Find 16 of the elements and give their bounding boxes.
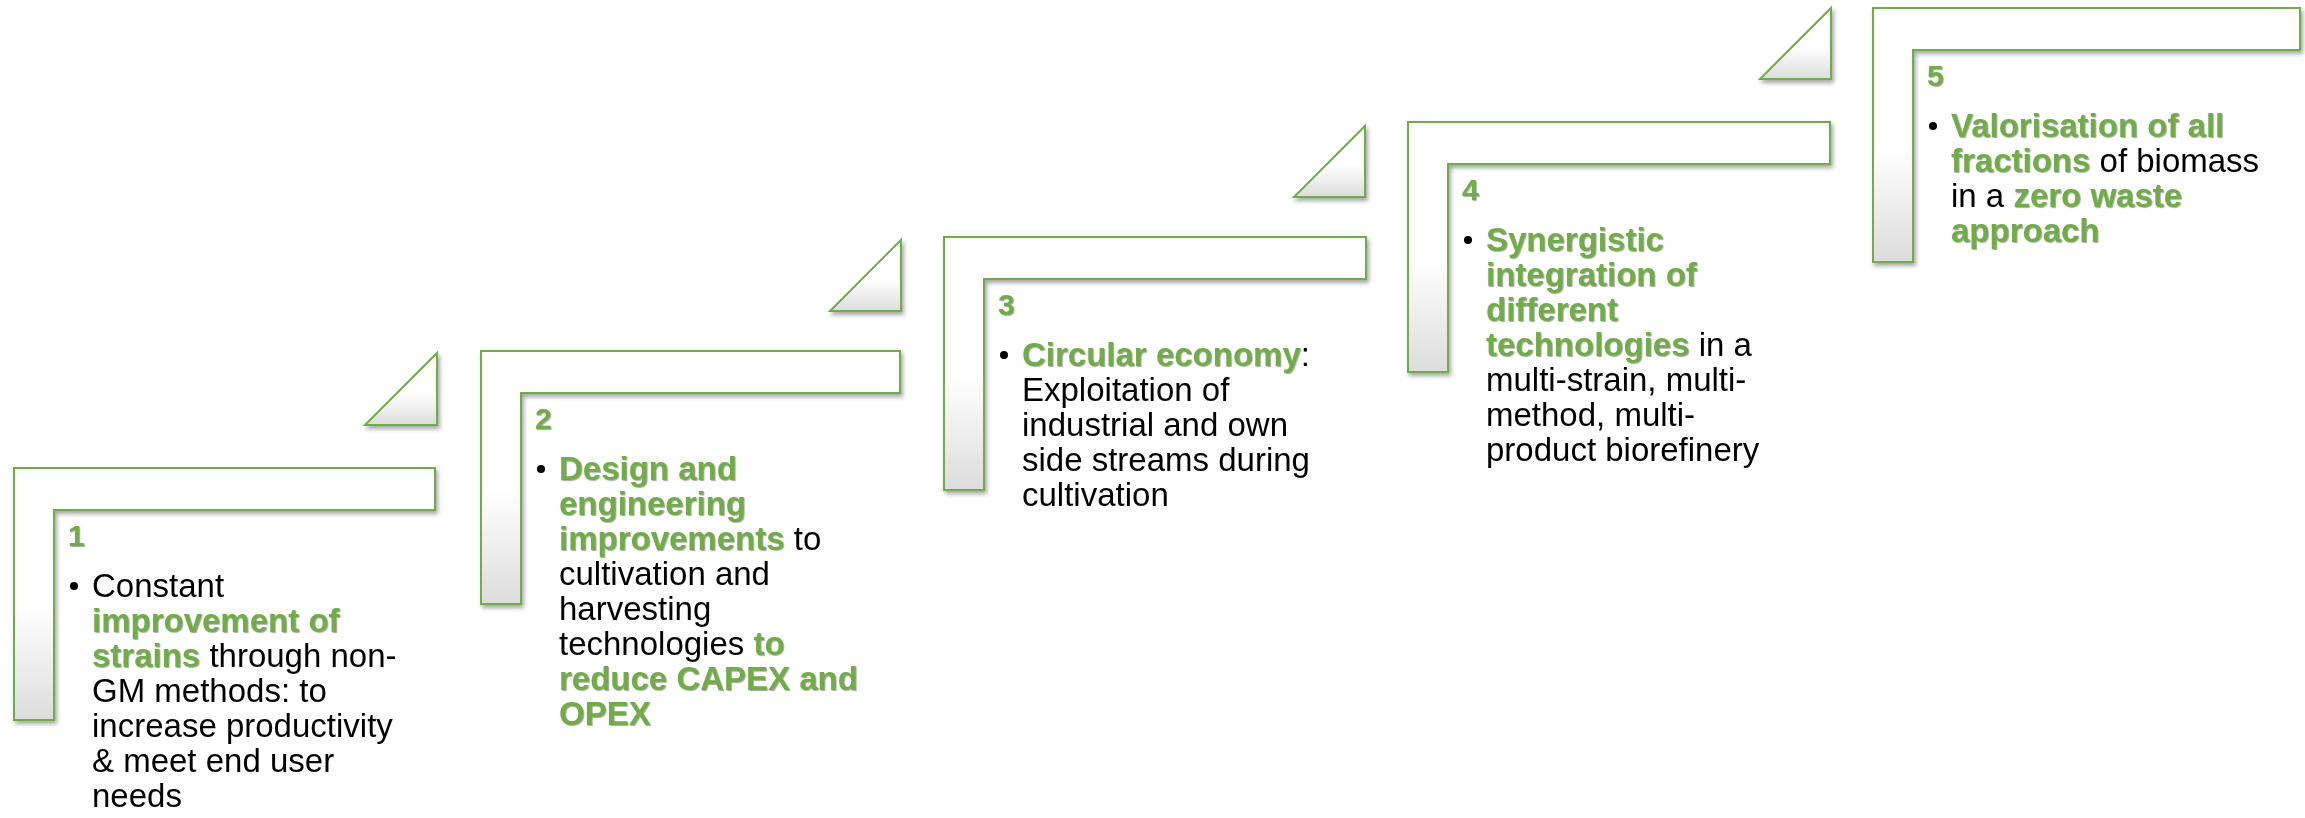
- step-number: 2: [535, 401, 552, 436]
- step-number: 3: [998, 287, 1015, 322]
- step-bracket: [1873, 8, 2300, 262]
- step-bracket: [1408, 122, 1830, 467]
- step-number: 5: [1927, 58, 1944, 93]
- step-number: 1: [68, 518, 85, 553]
- step-triangle: [1294, 126, 1365, 197]
- step-description: Circular economy: Exploitation of industrial and own side streams during cultivation: [1022, 337, 1311, 512]
- step-description: Valorisation of all fractions of biomass in a zero waste approach: [1951, 108, 2261, 248]
- step-triangle: [830, 240, 901, 311]
- step-triangle: [1760, 8, 1831, 79]
- step-number: 4: [1462, 172, 1479, 207]
- step-triangle: [365, 353, 437, 425]
- step-description: Design and engineering improvements to cultivation and harvesting technologies to reduce CAPEX and OPEX: [559, 451, 859, 731]
- step-description: Constant improvement of strains through non-GM methods: to increase productivity & meet end user needs: [92, 568, 398, 813]
- step-description: Synergistic integration of different technologies in a multi-strain, multi-method, multi-product biorefinery: [1486, 222, 1761, 467]
